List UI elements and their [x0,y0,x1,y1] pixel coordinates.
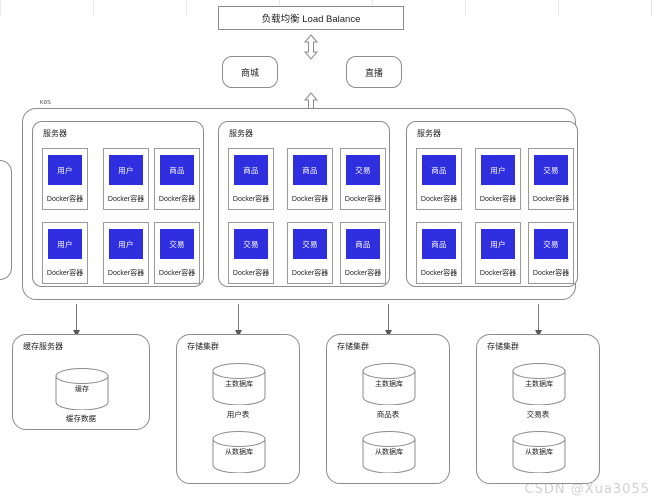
app-node-mall[interactable]: 商城 [222,56,278,88]
docker-container[interactable]: 商品 Docker容器 [287,148,333,210]
storage-cluster-1-caption: 用户表 [226,410,250,419]
service-badge: 交易 [534,155,568,185]
docker-container-label: Docker容器 [344,196,382,203]
service-badge: 交易 [160,229,194,259]
storage-cluster-panel-3[interactable]: 存储集群 主数据库 交易表 从数据库 [476,334,600,484]
docker-container-label: Docker容器 [158,270,196,277]
service-badge: 交易 [346,155,380,185]
app-node-live[interactable]: 直播 [346,56,402,88]
docker-container[interactable]: 交易 Docker容器 [154,222,200,284]
docker-container[interactable]: 商品 Docker容器 [228,148,274,210]
docker-container-label: Docker容器 [344,270,382,277]
docker-container-label: Docker容器 [232,270,270,277]
server-panel-2-label: 服务器 [229,129,253,138]
docker-container[interactable]: 商品 Docker容器 [416,148,462,210]
service-badge: 商品 [293,155,327,185]
down-arrow-icon [384,304,393,338]
docker-container-label: Docker容器 [291,196,329,203]
app-node-live-label: 直播 [364,67,383,78]
docker-container[interactable]: 用户 Docker容器 [475,222,521,284]
service-badge: 交易 [293,229,327,259]
storage-cluster-3-title: 存储集群 [487,342,519,351]
docker-container[interactable]: 用户 Docker容器 [103,148,149,210]
storage-cluster-2-title: 存储集群 [337,342,369,351]
service-badge: 交易 [534,229,568,259]
bidirectional-arrow-icon [301,34,321,60]
docker-container-label: Docker容器 [46,270,84,277]
replica-db-cylinder-icon: 从数据库 [512,431,566,473]
docker-container[interactable]: 交易 Docker容器 [287,222,333,284]
docker-container-label: Docker容器 [532,196,570,203]
cache-server-panel[interactable]: 缓存服务器 缓存 缓存数据 [12,334,150,430]
docker-container-label: Docker容器 [232,196,270,203]
storage-cluster-panel-1[interactable]: 存储集群 主数据库 用户表 从数据库 [176,334,300,484]
docker-container-label: Docker容器 [479,270,517,277]
service-badge: 商品 [346,229,380,259]
primary-db-cylinder-icon: 主数据库 [212,363,266,405]
replica-db-cylinder-icon: 从数据库 [212,431,266,473]
docker-container-label: Docker容器 [158,196,196,203]
offscreen-node-stub [0,160,12,280]
docker-container[interactable]: 用户 Docker容器 [475,148,521,210]
docker-container[interactable]: 交易 Docker容器 [340,148,386,210]
service-badge: 用户 [481,229,515,259]
primary-db-cylinder-icon: 主数据库 [362,363,416,405]
watermark: CSDN @Xua3055 [524,482,650,497]
docker-container[interactable]: 用户 Docker容器 [42,148,88,210]
primary-db-label: 主数据库 [225,381,253,388]
service-badge: 商品 [422,229,456,259]
load-balancer-node[interactable]: 负载均衡 Load Balance [218,6,404,30]
storage-cluster-1-title: 存储集群 [187,342,219,351]
docker-container-label: Docker容器 [46,196,84,203]
storage-cluster-2-caption: 商品表 [376,410,400,419]
docker-container-label: Docker容器 [107,270,145,277]
load-balancer-label: 负载均衡 Load Balance [261,14,361,25]
primary-db-label: 主数据库 [525,381,553,388]
server-panel-3-label: 服务器 [417,129,441,138]
docker-container-label: Docker容器 [479,196,517,203]
service-badge: 商品 [422,155,456,185]
docker-container[interactable]: 交易 Docker容器 [528,148,574,210]
replica-db-label: 从数据库 [375,449,403,456]
service-badge: 商品 [234,155,268,185]
replica-db-label: 从数据库 [525,449,553,456]
primary-db-label: 主数据库 [375,381,403,388]
docker-container[interactable]: 用户 Docker容器 [103,222,149,284]
docker-container[interactable]: 用户 Docker容器 [42,222,88,284]
service-badge: 用户 [109,155,143,185]
docker-container-label: Docker容器 [532,270,570,277]
storage-cluster-panel-2[interactable]: 存储集群 主数据库 商品表 从数据库 [326,334,450,484]
service-badge: 交易 [234,229,268,259]
docker-container[interactable]: 商品 Docker容器 [340,222,386,284]
down-arrow-icon [534,304,543,338]
k8s-cluster-label: K8S [38,100,53,106]
cache-cylinder-label: 缓存 [75,386,89,393]
replica-db-label: 从数据库 [225,449,253,456]
service-badge: 用户 [481,155,515,185]
docker-container[interactable]: 交易 Docker容器 [228,222,274,284]
docker-container-label: Docker容器 [107,196,145,203]
down-arrow-icon [234,304,243,338]
docker-container-label: Docker容器 [291,270,329,277]
docker-container[interactable]: 商品 Docker容器 [416,222,462,284]
replica-db-cylinder-icon: 从数据库 [362,431,416,473]
storage-cluster-3-caption: 交易表 [526,410,550,419]
docker-container-label: Docker容器 [420,196,458,203]
service-badge: 用户 [48,229,82,259]
primary-db-cylinder-icon: 主数据库 [512,363,566,405]
docker-container[interactable]: 商品 Docker容器 [154,148,200,210]
cache-caption: 缓存数据 [66,414,96,423]
service-badge: 商品 [160,155,194,185]
docker-container[interactable]: 交易 Docker容器 [528,222,574,284]
cache-server-title: 缓存服务器 [23,342,63,351]
docker-container-label: Docker容器 [420,270,458,277]
app-node-mall-label: 商城 [240,67,259,78]
server-panel-1-label: 服务器 [43,129,67,138]
service-badge: 用户 [109,229,143,259]
service-badge: 用户 [48,155,82,185]
cache-cylinder-icon: 缓存 [55,368,109,410]
down-arrow-icon [72,304,81,338]
